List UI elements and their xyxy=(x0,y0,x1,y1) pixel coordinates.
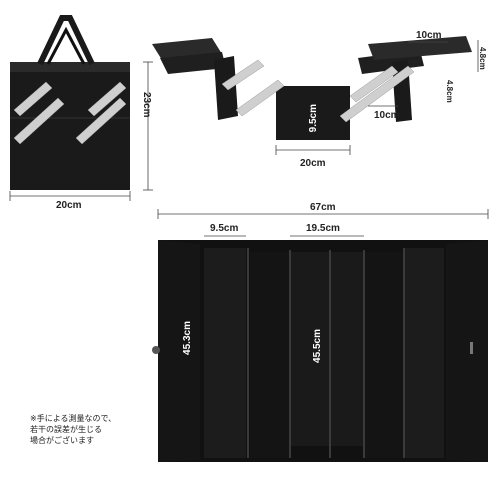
dim-closed-width: 20cm xyxy=(56,200,82,211)
latch xyxy=(152,346,160,354)
dim-compartment-small: 9.5cm xyxy=(210,223,238,234)
dim-tray-bottom-width: 10cm xyxy=(374,110,400,121)
note-line-3: 場合がございます xyxy=(30,436,94,445)
dim-compartment-center: 19.5cm xyxy=(306,223,340,234)
note-line-1: ※手による測量なので、 xyxy=(30,414,117,423)
dim-tray-depth: 4.8cm xyxy=(445,80,454,103)
closed-toolbox xyxy=(10,15,130,190)
note-line-2: 若干の誤差が生じる xyxy=(30,425,102,434)
dim-height-center: 45.5cm xyxy=(312,329,323,363)
handle xyxy=(37,15,95,66)
open-box-body xyxy=(276,86,350,140)
open-toolbox xyxy=(152,36,472,140)
dim-closed-height: 23cm xyxy=(141,92,152,118)
dim-height-left: 45.3cm xyxy=(182,321,193,355)
top-view-toolbox xyxy=(152,240,488,462)
dim-open-base-width: 20cm xyxy=(300,158,326,169)
dim-full-width: 67cm xyxy=(310,202,336,213)
compartment-right xyxy=(404,248,444,458)
dim-tray-height: 4.8cm xyxy=(478,47,487,70)
dim-tray-top-width: 10cm xyxy=(416,30,442,41)
compartment-center xyxy=(290,252,364,446)
measurement-note: ※手による測量なので、 若干の誤差が生じる 場合がございます xyxy=(30,413,170,446)
dim-open-inner-height: 9.5cm xyxy=(308,104,319,132)
compartment-left xyxy=(204,248,246,458)
closed-silver-arms xyxy=(13,81,127,145)
open-silver-arms xyxy=(221,59,415,123)
